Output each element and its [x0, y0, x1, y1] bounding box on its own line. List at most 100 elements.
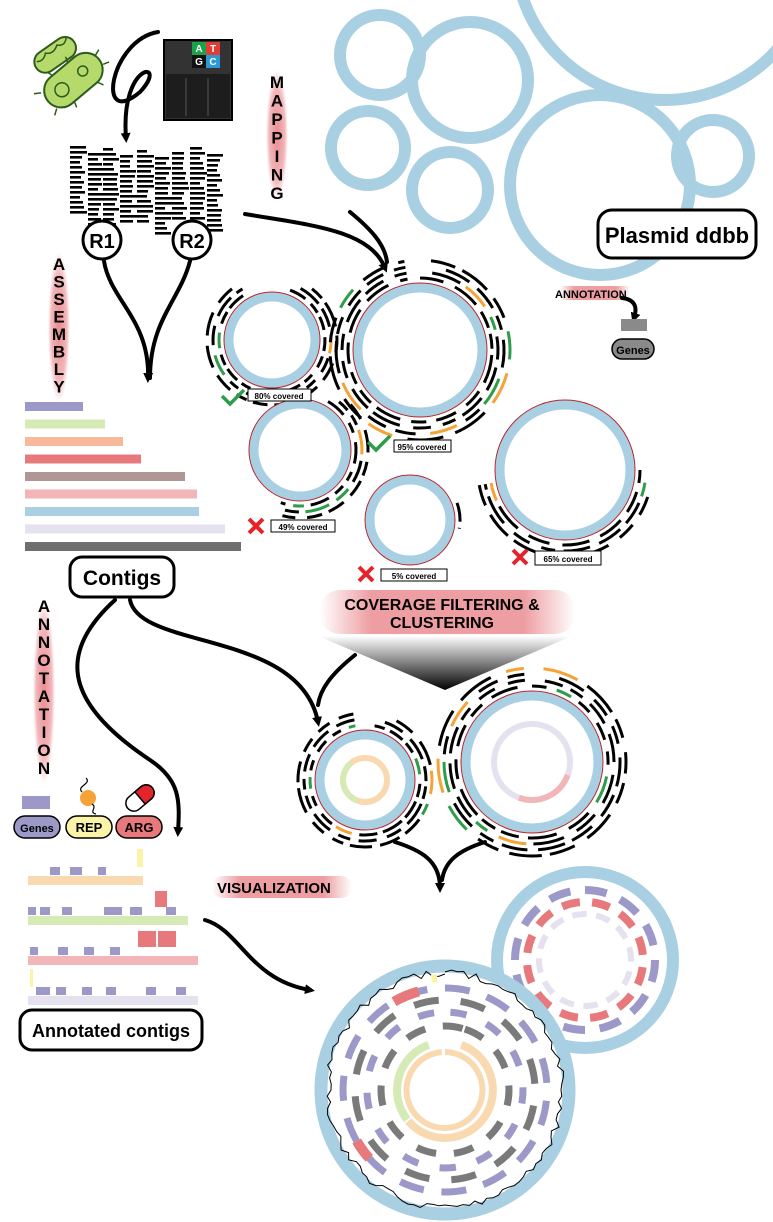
viz-gene-track	[441, 1186, 467, 1196]
read-dash	[207, 174, 220, 177]
mapped-read	[436, 758, 445, 794]
read-dash	[190, 182, 200, 185]
plasmid-db-box: Plasmid ddbb	[596, 208, 758, 260]
read-dash	[137, 215, 148, 218]
mapped-read	[327, 400, 345, 416]
mapped-read	[317, 721, 331, 733]
clusters-to-viz-arrow-2	[440, 840, 487, 882]
letter: A	[38, 687, 50, 706]
mapped-read	[615, 782, 626, 804]
letter: P	[271, 110, 282, 129]
letter: S	[53, 290, 64, 309]
read-dash	[137, 185, 154, 188]
mapped-read	[367, 415, 387, 429]
mapped-read	[483, 483, 488, 490]
mapped-read	[478, 687, 496, 701]
mapped-read	[409, 738, 424, 760]
mapped-read	[623, 752, 628, 774]
read-dash	[172, 157, 184, 160]
viz-gene-track	[386, 1120, 405, 1141]
mapped-read	[569, 688, 584, 699]
viz-back-track	[621, 970, 633, 986]
viz-main-circle	[314, 959, 576, 1221]
read-dash	[155, 232, 171, 235]
read-dash	[207, 184, 217, 187]
mapped-read	[558, 676, 585, 693]
read-dash	[172, 212, 183, 215]
mapped-read	[611, 725, 620, 745]
gene-mark	[106, 987, 116, 995]
read-dash	[190, 187, 204, 190]
check-icon	[220, 388, 246, 407]
read-dash	[103, 213, 114, 216]
read-dash	[172, 217, 186, 220]
mapped-read	[217, 287, 233, 304]
mapped-read	[328, 356, 341, 391]
mapped-read	[492, 297, 506, 319]
mapped-read	[482, 354, 494, 384]
mapped-read	[363, 429, 370, 453]
coverage-result-3: 49% covered	[247, 517, 336, 535]
read-dash	[172, 177, 185, 180]
plasmid-outline	[223, 291, 321, 389]
read-dash	[172, 192, 184, 195]
mapped-read	[413, 425, 432, 430]
viz-back-track	[642, 922, 658, 947]
mapped-read	[450, 700, 469, 727]
gene-mark	[176, 987, 186, 995]
viz-back-track	[541, 980, 556, 996]
mapped-read	[460, 707, 472, 721]
viz-gene-track	[503, 1122, 519, 1141]
read-dash	[190, 212, 200, 215]
read-dash	[190, 217, 205, 220]
mapped-read	[297, 787, 308, 814]
arg-mark	[138, 931, 156, 947]
mapped-read	[382, 819, 403, 834]
read-dash	[207, 169, 217, 172]
read-dash	[155, 172, 169, 175]
read-dash	[137, 155, 154, 158]
read-dash	[70, 206, 84, 209]
viz-gene-track	[538, 1057, 551, 1084]
read-dash	[103, 153, 116, 156]
annotated-contig	[28, 996, 198, 1005]
read2-node: R2	[171, 219, 213, 261]
mapped-read	[456, 796, 473, 818]
viz-back-track	[591, 898, 612, 912]
mapped-read	[442, 735, 450, 755]
genes-pill	[611, 338, 655, 360]
mapped-read	[335, 718, 355, 728]
annotated-contig	[28, 916, 188, 925]
mapped-read	[507, 672, 525, 679]
annotation-legend: Genes REP ARG	[13, 777, 163, 839]
mapped-read	[359, 832, 378, 837]
viz-gene-track	[377, 1085, 387, 1107]
letter: N	[38, 633, 50, 652]
mapped-read	[537, 842, 566, 852]
mapped-read	[464, 285, 486, 308]
mapped-read	[421, 803, 429, 816]
read-dash	[70, 171, 85, 174]
mapped-read	[614, 718, 625, 739]
viz-contig-ring	[393, 1041, 431, 1123]
contig-bar	[25, 507, 199, 516]
mapped-read	[527, 534, 550, 545]
read-dash	[137, 200, 151, 203]
mapped-read	[505, 666, 524, 674]
read-dash	[70, 201, 83, 204]
genes-pill	[13, 815, 61, 839]
viz-gene-track	[518, 1087, 527, 1105]
mapped-read	[605, 751, 610, 765]
read-dash	[103, 178, 117, 181]
mapped-read	[220, 311, 229, 325]
mapped-read	[489, 316, 497, 331]
mapped-read	[549, 844, 576, 856]
viz-back-track	[523, 933, 537, 954]
read-dash	[103, 193, 119, 196]
mapped-read	[507, 678, 526, 686]
mapped-read	[345, 471, 353, 482]
mapped-read	[299, 287, 320, 305]
viz-back-track	[615, 992, 635, 1011]
mapped-read	[577, 700, 591, 714]
mapped-read	[334, 341, 341, 374]
